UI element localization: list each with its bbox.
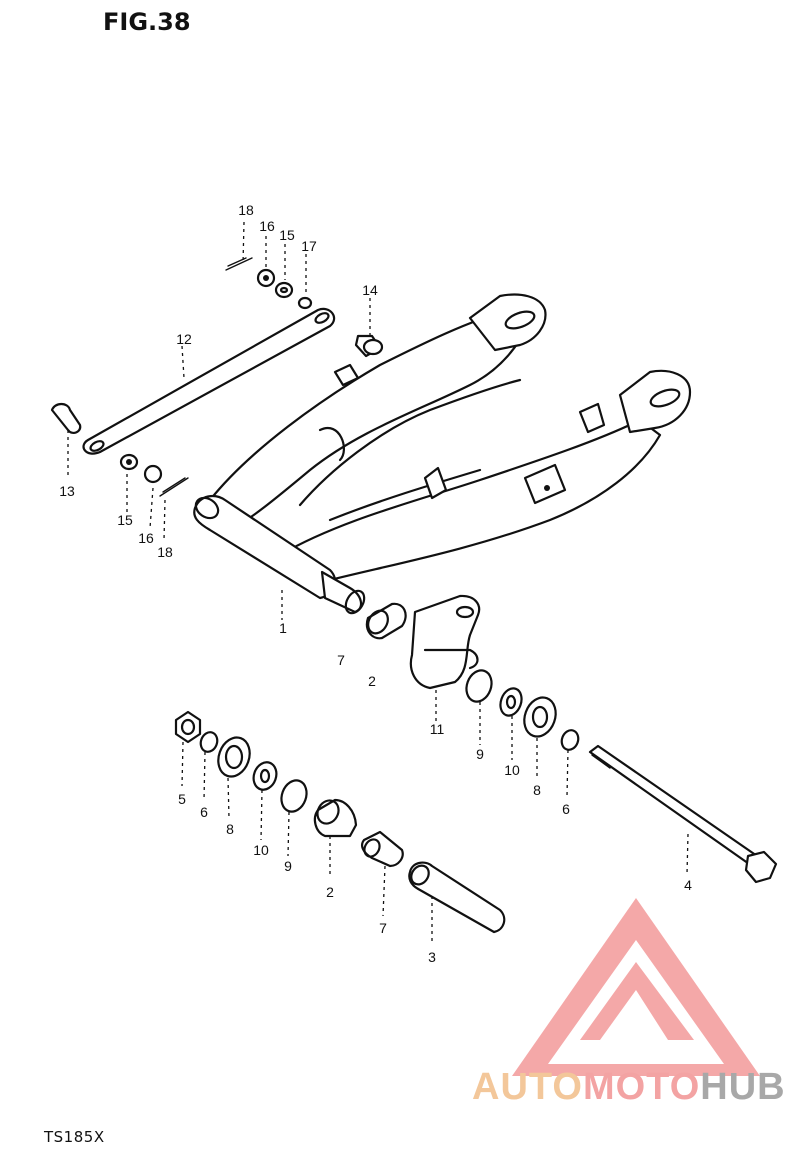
watermark-hub: HUB xyxy=(700,1066,786,1108)
callout-8-left: 8 xyxy=(226,821,234,837)
callout-7-lower: 7 xyxy=(379,920,387,936)
callout-16-upper: 16 xyxy=(259,218,275,234)
callout-11: 11 xyxy=(429,721,445,737)
callout-18-lower: 18 xyxy=(157,544,173,560)
callout-5: 5 xyxy=(178,791,186,807)
leader-lines xyxy=(67,221,689,944)
callout-10-right: 10 xyxy=(504,762,520,778)
callout-15-lower: 15 xyxy=(117,512,133,528)
callout-10-left: 10 xyxy=(253,842,269,858)
watermark-auto: AUTO xyxy=(472,1066,583,1108)
callout-14: 14 xyxy=(362,282,378,298)
watermark-text: AUTOMOTOHUB xyxy=(472,1066,786,1109)
figure-title: FIG.38 xyxy=(103,8,191,36)
callout-13: 13 xyxy=(59,483,75,499)
callout-3: 3 xyxy=(428,949,436,965)
callout-7-upper: 7 xyxy=(337,652,345,668)
callout-9-right: 9 xyxy=(476,746,484,762)
callout-15-upper: 15 xyxy=(279,227,295,243)
callout-8-right: 8 xyxy=(533,782,541,798)
callout-6-right: 6 xyxy=(562,801,570,817)
callout-2-lower: 2 xyxy=(326,884,334,900)
lower-pivot-stack xyxy=(174,710,506,934)
model-code: TS185X xyxy=(44,1128,105,1146)
callout-1: 1 xyxy=(279,620,287,636)
callout-2-upper: 2 xyxy=(368,673,376,689)
callout-4: 4 xyxy=(684,877,692,893)
swingarm-part-1 xyxy=(193,293,692,615)
callout-6-left: 6 xyxy=(200,804,208,820)
callout-12: 12 xyxy=(176,331,192,347)
lower-hardware xyxy=(119,453,189,497)
callout-17: 17 xyxy=(301,238,317,254)
bolt-part-13 xyxy=(50,402,82,434)
bolt-part-14 xyxy=(354,334,384,358)
callout-16-lower: 16 xyxy=(138,530,154,546)
upper-hardware xyxy=(225,257,313,310)
torque-rod-part-12 xyxy=(82,307,336,455)
callout-9-left: 9 xyxy=(284,858,292,874)
pivot-shaft-part-4 xyxy=(588,744,778,884)
watermark-logo-icon xyxy=(512,898,760,1076)
watermark-moto: MOTO xyxy=(582,1066,701,1108)
center-assembly xyxy=(365,594,580,751)
callout-18-upper: 18 xyxy=(238,202,254,218)
